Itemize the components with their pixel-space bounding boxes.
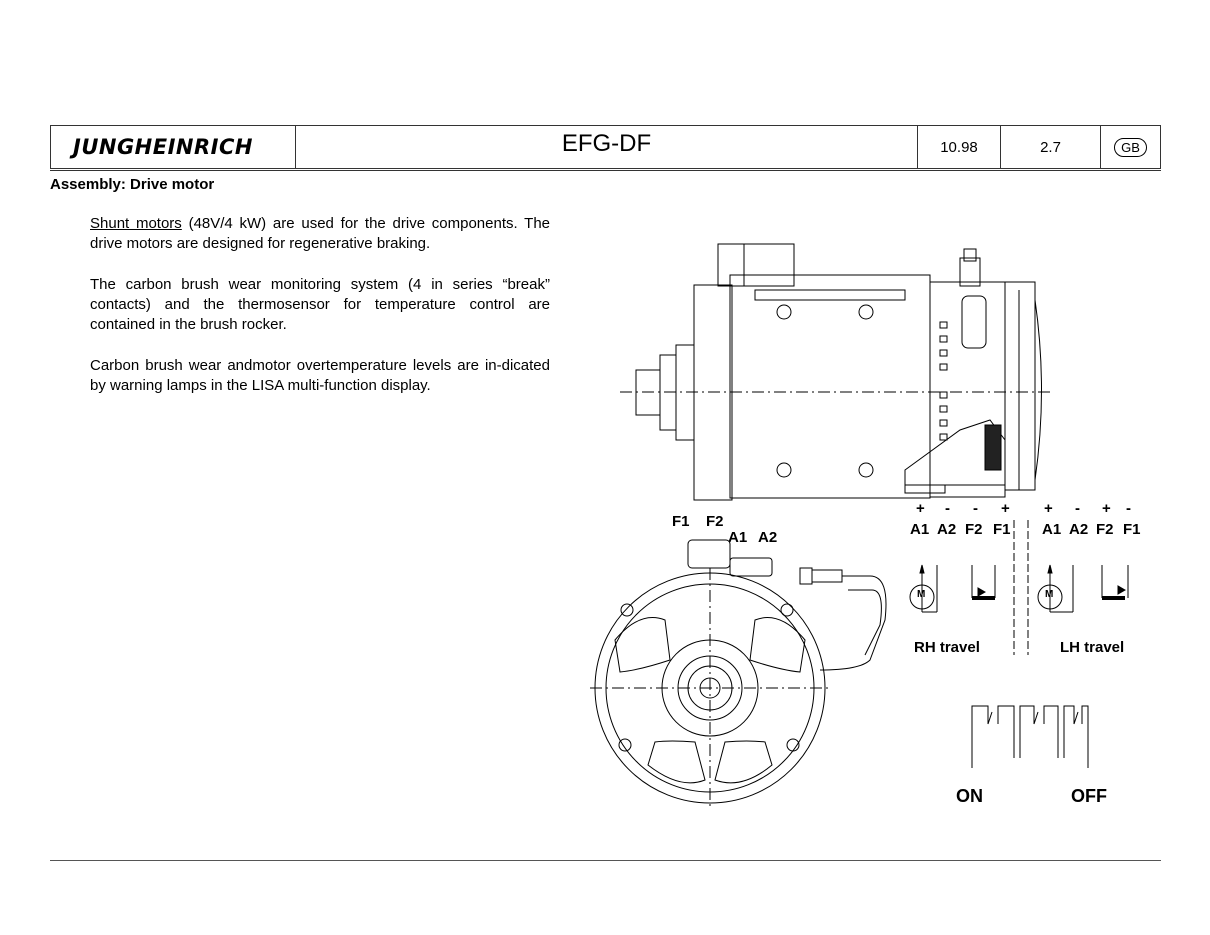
lh-travel-caption: LH travel <box>1060 639 1125 656</box>
date-cell: 10.98 <box>918 126 1001 168</box>
switch-on-label: ON <box>956 786 983 806</box>
model-cell: EFG-DF <box>296 126 918 168</box>
body-text: Shunt motors (48V/4 kW) are used for the… <box>90 214 550 417</box>
terminal-label-f1: F1 <box>672 513 690 530</box>
switch-off-label: OFF <box>1071 786 1107 806</box>
lh-polarity-3: + <box>1102 500 1111 517</box>
lh-travel-circuit <box>1037 564 1129 613</box>
page-cell: 2.7 <box>1001 126 1101 168</box>
lh-polarity-4: - <box>1126 500 1131 517</box>
company-logo: JUNGHEINRICH <box>73 135 253 159</box>
lh-terminal-f1: F1 <box>1123 521 1141 538</box>
rh-terminal-a2: A2 <box>937 521 957 538</box>
rh-terminal-f2: F2 <box>965 521 983 538</box>
rh-travel-circuit <box>909 520 1029 655</box>
rh-polarity-1: + <box>916 500 925 517</box>
rh-polarity-4: + <box>1001 500 1010 517</box>
rh-terminal-f1: F1 <box>993 521 1011 538</box>
lh-terminal-a2: A2 <box>1069 521 1089 538</box>
paragraph-1-rest: (48V/4 kW) are used for the drive compon… <box>90 215 551 252</box>
rh-terminal-a1: A1 <box>910 521 930 538</box>
model-name: EFG-DF <box>561 130 652 157</box>
terminal-label-f2: F2 <box>706 513 724 530</box>
paragraph-3: Carbon brush wear andmotor overtemperatu… <box>90 357 550 394</box>
page-number: 2.7 <box>1040 138 1061 156</box>
motor-front-view <box>590 539 887 810</box>
rh-polarity-3: - <box>973 500 978 517</box>
footer-rule <box>50 860 1161 861</box>
revision-date: 10.98 <box>940 138 978 156</box>
rh-polarity-2: - <box>945 500 950 517</box>
document-header: JUNGHEINRICH EFG-DF 10.98 2.7 GB <box>50 125 1161 169</box>
rh-motor-symbol: M <box>917 589 926 600</box>
rh-travel-caption: RH travel <box>914 639 980 656</box>
language-badge: GB <box>1114 137 1147 157</box>
logo-cell: JUNGHEINRICH <box>51 126 296 168</box>
lh-terminal-f2: F2 <box>1096 521 1114 538</box>
lh-polarity-2: - <box>1075 500 1080 517</box>
section-title: Assembly: Drive motor <box>50 176 215 193</box>
paragraph-2: The carbon brush wear monitoring system … <box>90 276 550 333</box>
contact-switch-diagram <box>971 705 1089 768</box>
lh-motor-symbol: M <box>1045 589 1054 600</box>
lh-polarity-1: + <box>1044 500 1053 517</box>
paragraph-1: Shunt motors (48V/4 kW) are used for the… <box>90 214 550 254</box>
language-cell: GB <box>1101 126 1160 168</box>
header-underline <box>50 170 1161 171</box>
shunt-motors-term: Shunt motors <box>90 215 182 232</box>
terminal-label-a2: A2 <box>758 529 778 546</box>
motor-side-view <box>620 243 1050 501</box>
terminal-label-a1: A1 <box>728 529 748 546</box>
lh-terminal-a1: A1 <box>1042 521 1062 538</box>
